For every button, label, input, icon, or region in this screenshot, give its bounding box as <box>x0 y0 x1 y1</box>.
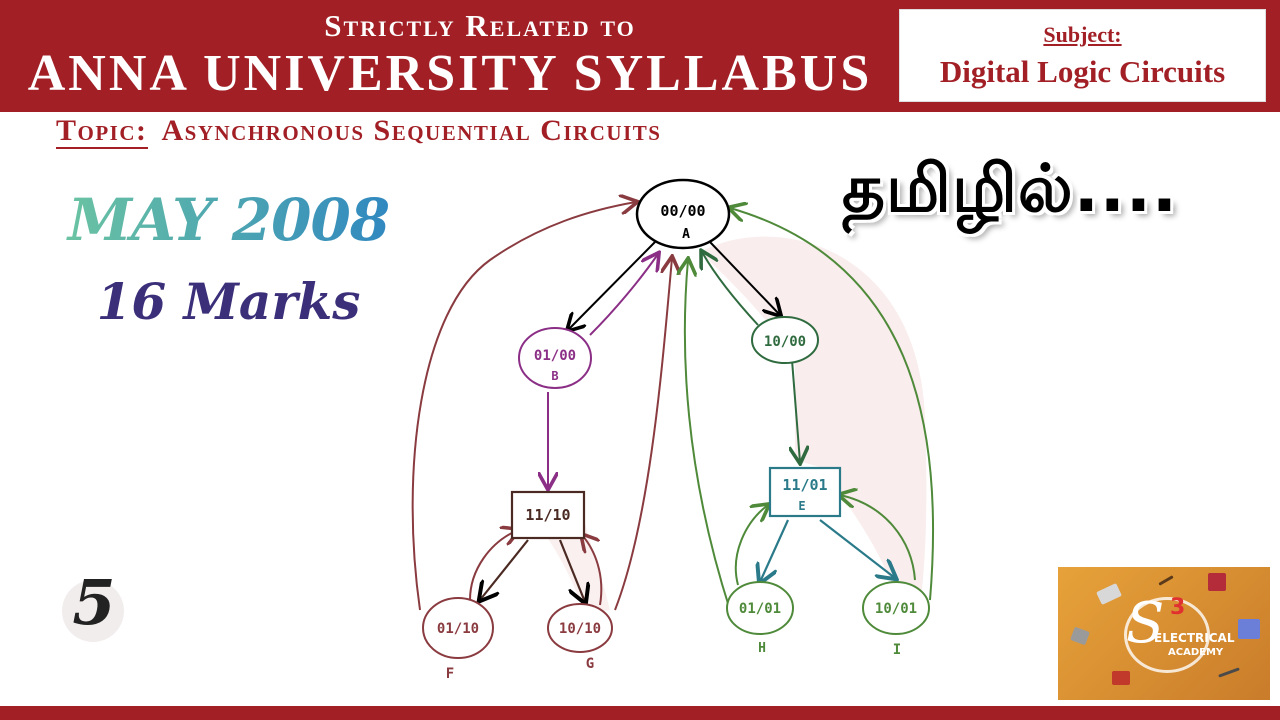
edge-e-i <box>819 519 895 578</box>
header-title: ANNA UNIVERSITY SYLLABUS <box>27 45 873 102</box>
edge-e-h <box>760 519 790 582</box>
edge-c-a <box>702 252 759 326</box>
decor-ruler-icon <box>1218 667 1240 678</box>
node-b <box>518 327 592 389</box>
episode-number: 5 <box>72 566 116 639</box>
academy-logo: S 3 ELECTRICAL ACADEMY <box>1058 567 1270 700</box>
footer-bar <box>0 706 1280 720</box>
node-c <box>751 316 819 364</box>
header-banner: Strictly Related to ANNA UNIVERSITY SYLL… <box>0 0 1280 112</box>
edge-b-a <box>589 254 658 336</box>
logo-text-line2: ACADEMY <box>1168 647 1224 658</box>
node-e-label: E <box>798 499 805 513</box>
node-f <box>422 597 494 659</box>
node-f-label: F <box>446 666 454 682</box>
subject-label: Subject: <box>1043 22 1122 47</box>
topic-name: Asynchronous Sequential Circuits <box>161 114 662 147</box>
node-h <box>726 581 794 635</box>
state-diagram: 00/00 A 01/00 B 10/00 11/10 11/01 E 01/1… <box>411 178 935 682</box>
edge-f-d <box>469 530 518 601</box>
logo-ring <box>1124 597 1210 673</box>
edge-h-a <box>685 260 731 611</box>
subject-box: Subject: Digital Logic Circuits <box>899 9 1266 102</box>
node-c-code: 10/00 <box>764 334 806 350</box>
decor-clip-icon <box>1070 626 1090 646</box>
edge-c-e <box>792 359 800 462</box>
node-h-code: 01/01 <box>739 601 781 617</box>
shaded-region-right <box>700 236 927 610</box>
edge-f-a <box>411 202 636 611</box>
node-g-label: G <box>586 656 594 672</box>
logo-text-line1: ELECTRICAL <box>1154 631 1235 645</box>
node-h-label: H <box>758 641 766 656</box>
edge-a-b <box>568 241 656 330</box>
node-f-code: 01/10 <box>437 621 479 637</box>
logo-superscript: 3 <box>1170 595 1186 620</box>
edge-i-a <box>730 208 935 601</box>
badge-circle <box>62 580 124 642</box>
decor-pencil-icon <box>1158 575 1174 586</box>
exam-marks: 16 Marks <box>96 272 361 331</box>
decor-book-icon <box>1208 573 1226 591</box>
node-a <box>635 178 731 250</box>
edge-a-c <box>709 241 780 315</box>
node-b-code: 01/00 <box>534 348 576 364</box>
logo-mark: S <box>1126 591 1165 656</box>
language-label: தமிழில்.... <box>842 150 1179 227</box>
header-tagline: Strictly Related to <box>324 8 636 43</box>
decor-cube-icon <box>1096 583 1122 605</box>
edge-i-e <box>840 495 916 581</box>
node-g <box>547 603 613 653</box>
node-b-label: B <box>551 369 558 383</box>
node-a-label: A <box>682 227 690 242</box>
decor-block-icon <box>1112 671 1130 685</box>
edge-d-f <box>480 539 529 600</box>
node-e <box>768 466 842 518</box>
node-i-code: 10/01 <box>875 601 917 617</box>
node-d <box>510 490 586 540</box>
topic-line: Topic: Asynchronous Sequential Circuits <box>56 114 662 149</box>
topic-label: Topic: <box>56 114 148 149</box>
node-a-code: 00/00 <box>660 202 705 220</box>
node-g-code: 10/10 <box>559 621 601 637</box>
decor-calculator-icon <box>1238 619 1260 639</box>
node-d-code: 11/10 <box>525 506 570 524</box>
exam-date: MAY 2008 <box>56 186 401 254</box>
node-e-code: 11/01 <box>782 476 827 494</box>
edge-d-g <box>558 539 585 602</box>
subject-name: Digital Logic Circuits <box>939 54 1226 89</box>
edge-h-e <box>734 505 768 586</box>
node-i-label: I <box>893 642 901 658</box>
node-i <box>862 581 930 635</box>
edge-g-d <box>582 535 603 606</box>
episode-badge: 5 <box>58 566 130 656</box>
edge-g-a <box>614 258 672 611</box>
